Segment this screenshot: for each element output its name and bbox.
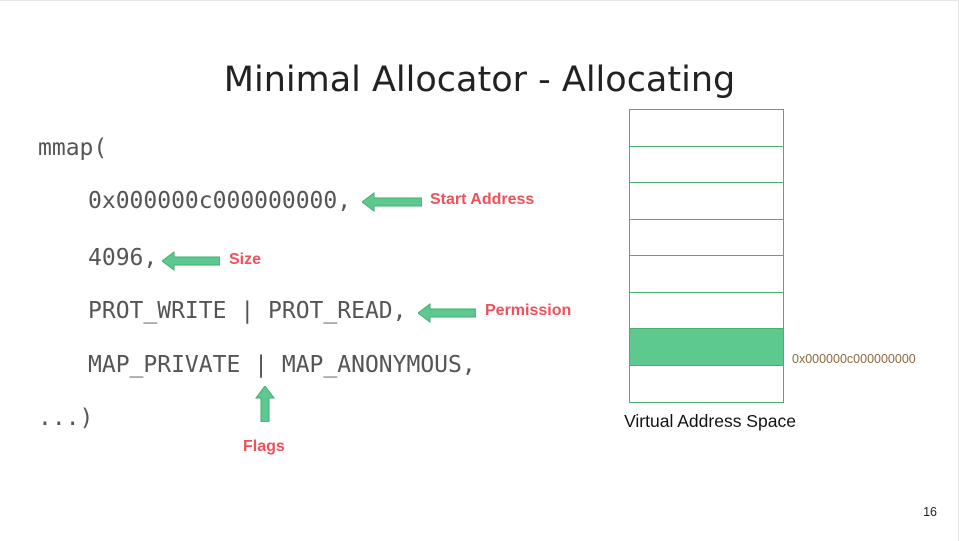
code-line-start-address: 0x000000c000000000,: [88, 188, 352, 214]
code-line-mmap: mmap(: [38, 135, 108, 161]
left-arrow-icon: [162, 251, 220, 271]
memory-page: [630, 183, 783, 220]
start-address-label: Start Address: [430, 191, 535, 208]
slide-title: Minimal Allocator - Allocating: [223, 60, 736, 100]
memory-page: [630, 365, 783, 402]
left-arrow-icon: [418, 303, 476, 323]
code-line-permissions: PROT_WRITE | PROT_READ,: [88, 298, 407, 324]
memory-page: [630, 110, 783, 147]
flags-label: Flags: [243, 438, 285, 455]
size-label: Size: [229, 251, 262, 268]
code-line-size: 4096,: [88, 245, 158, 271]
page-number: 16: [923, 505, 937, 519]
virtual-address-space-diagram: [629, 109, 784, 403]
permission-label: Permission: [485, 302, 572, 319]
left-arrow-icon: [362, 192, 422, 212]
memory-page: [630, 256, 783, 293]
memory-page: [630, 292, 783, 329]
code-line-end: ...): [38, 405, 94, 431]
up-arrow-icon: [255, 386, 275, 422]
memory-page: [630, 219, 783, 256]
memory-page: [630, 146, 783, 183]
code-line-flags: MAP_PRIVATE | MAP_ANONYMOUS,: [88, 352, 476, 378]
slide-top-border: [0, 0, 959, 1]
highlighted-address-label: 0x000000c000000000: [792, 352, 916, 366]
virtual-address-space-caption: Virtual Address Space: [624, 411, 796, 431]
memory-page-allocated: [630, 329, 783, 366]
